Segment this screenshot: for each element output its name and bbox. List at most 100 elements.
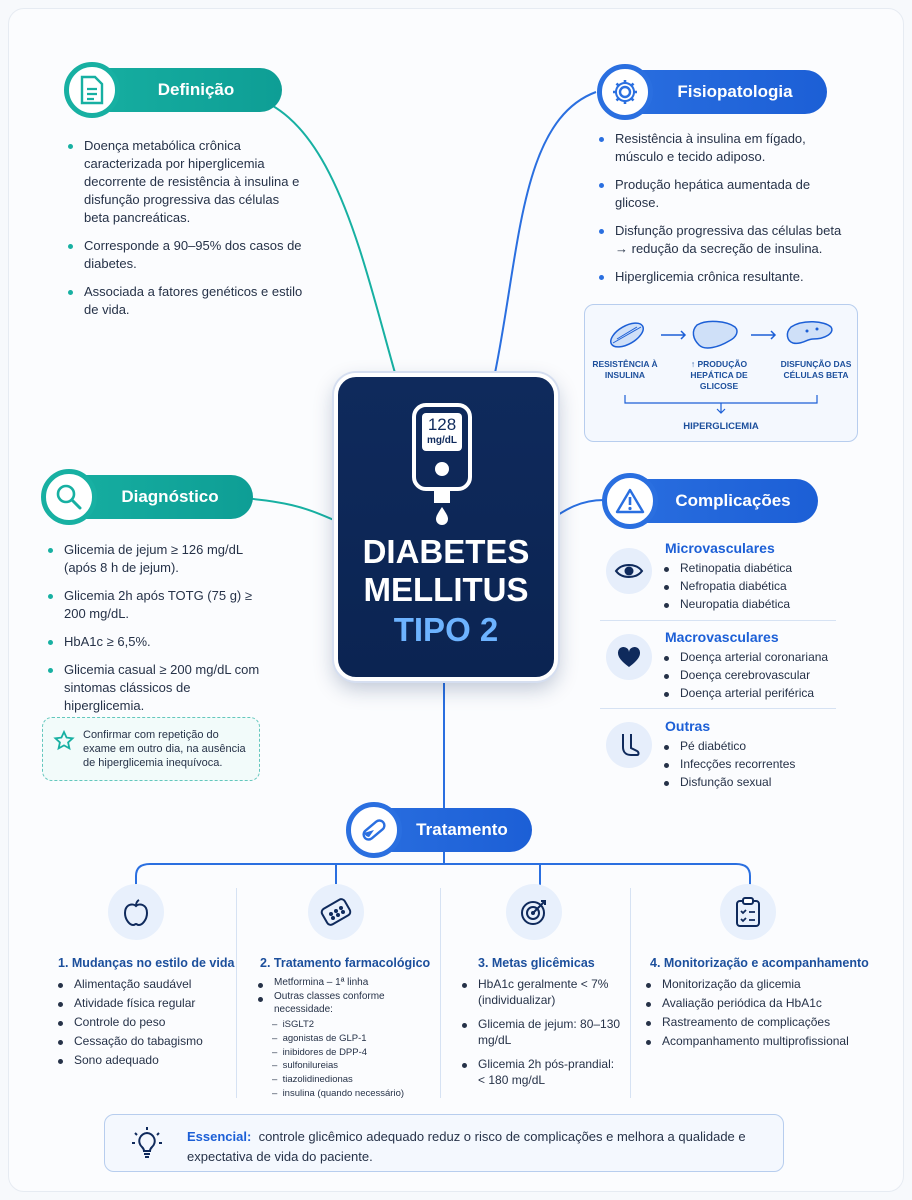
column-divider: [630, 888, 631, 1098]
diagnostico-note-text: Confirmar com repetição do exame em outr…: [83, 729, 246, 769]
eye-icon: [606, 548, 652, 594]
tratamento-col-list: Metformina – 1ª linha Outras classes con…: [256, 976, 432, 1017]
complicacao-item: Infecções recorrentes: [662, 756, 862, 772]
heart-icon: [606, 634, 652, 680]
tratamento-item: Cessação do tabagismo: [56, 1033, 228, 1049]
definicao-header: Definição: [64, 62, 282, 118]
tratamento-col-list: HbA1c geralmente < 7% (individualizar) G…: [460, 976, 624, 1091]
diagnostico-item: Glicemia 2h após TOTG (75 g) ≥ 200 mg/dL…: [46, 587, 266, 623]
subitem: – tiazolidinedionas: [272, 1074, 353, 1086]
glucose-value: 128: [427, 415, 457, 434]
pancreas-icon: [786, 321, 833, 345]
subitem-text: agonistas de GLP-1: [282, 1032, 367, 1044]
complicacao-item: Doença cerebrovascular: [662, 667, 862, 683]
subitem-text: sulfonilureias: [282, 1060, 339, 1072]
tratamento-item: Glicemia de jejum: 80–130 mg/dL: [460, 1016, 624, 1048]
tratamento-header: Tratamento: [346, 802, 532, 858]
complicacao-item: Nefropatia diabética: [662, 578, 862, 594]
tratamento-col-list: Monitorização da glicemia Avaliação peri…: [644, 976, 864, 1052]
complicacoes-header: Complicações: [602, 473, 818, 529]
diagnostico-header: Diagnóstico: [41, 469, 253, 525]
complicacao-item: Neuropatia diabética: [662, 596, 862, 612]
column-divider: [236, 888, 237, 1098]
outras-list: Pé diabético Infecções recorrentes Disfu…: [662, 738, 862, 793]
tratamento-col-list: Alimentação saudável Atividade física re…: [56, 976, 228, 1071]
farmaco-subitems: – iSGLT2 – agonistas de GLP-1 – inibidor…: [272, 1018, 404, 1101]
subitem: – inibidores de DPP-4: [272, 1046, 368, 1058]
microvascular-list: Retinopatia diabética Nefropatia diabéti…: [662, 560, 862, 615]
tratamento-item: Metformina – 1ª linha: [256, 976, 432, 989]
definicao-list: Doença metabólica crônica caracterizada …: [66, 137, 306, 329]
essential-body: controle glicêmico adequado reduz o risc…: [187, 1129, 746, 1164]
diagram-step-3: DISFUNÇÃO DAS CÉLULAS BETA: [780, 359, 852, 380]
fisiopatologia-diagram-art: [610, 320, 833, 414]
title-line-3: TIPO 2: [393, 611, 499, 648]
complicacao-item: Retinopatia diabética: [662, 560, 862, 576]
diagnostico-item: Glicemia casual ≥ 200 mg/dL com sintomas…: [46, 661, 266, 715]
fisiopatologia-title: Fisiopatologia: [677, 82, 793, 101]
subitem: – sulfonilureias: [272, 1060, 339, 1072]
magnifier-icon: [41, 469, 97, 525]
macrovascular-list: Doença arterial coronariana Doença cereb…: [662, 649, 862, 704]
central-title-card: 128 mg/dL DIABETES MELLITUS TIPO 2: [334, 373, 558, 681]
essential-banner: Essencial: controle glicêmico adequado r…: [104, 1114, 784, 1172]
fisiopatologia-header: Fisiopatologia: [597, 64, 827, 120]
lightbulb-icon: [132, 1127, 162, 1158]
subitem-text: iSGLT2: [282, 1019, 315, 1030]
target-icon: [506, 884, 562, 940]
definicao-item: Associada a fatores genéticos e estilo d…: [66, 283, 306, 319]
subitem-text: insulina (quando necessário): [282, 1087, 405, 1099]
subitem: – agonistas de GLP-1: [272, 1032, 367, 1044]
tratamento-title: Tratamento: [416, 820, 508, 839]
tratamento-item: Acompanhamento multiprofissional: [644, 1033, 864, 1049]
capsule-icon: [346, 802, 402, 858]
tratamento-item: Outras classes conforme necessidade:: [256, 990, 394, 1016]
title-line-2: MELLITUS: [363, 571, 529, 608]
clipboard-icon: [720, 884, 776, 940]
tratamento-item: Controle do peso: [56, 1014, 228, 1030]
tratamento-item: HbA1c geralmente < 7% (individualizar): [460, 976, 624, 1008]
tratamento-col-title: 1. Mudanças no estilo de vida: [58, 956, 235, 970]
subitem-text: tiazolidinedionas: [282, 1074, 353, 1086]
title-line-1: DIABETES: [362, 533, 530, 570]
diagnostico-item: Glicemia de jejum ≥ 126 mg/dL (após 8 h …: [46, 541, 266, 577]
fisiopatologia-diagram: RESISTÊNCIA À INSULINA ↑ PRODUÇÃO HEPÁTI…: [584, 304, 858, 442]
diagnostico-title: Diagnóstico: [121, 487, 219, 506]
tratamento-item: Glicemia 2h pós-prandial: < 180 mg/dL: [460, 1056, 624, 1088]
diagnostico-note: Confirmar com repetição do exame em outr…: [42, 717, 260, 781]
tratamento-col-title: 3. Metas glicêmicas: [478, 956, 595, 970]
glucometer-icon: [412, 403, 472, 525]
definicao-item: Corresponde a 90–95% dos casos de diabet…: [66, 237, 306, 273]
complicacao-item: Doença arterial periférica: [662, 685, 862, 701]
muscle-icon: [610, 322, 644, 348]
divider: [600, 708, 836, 709]
tratamento-item: Sono adequado: [56, 1052, 228, 1068]
warning-icon: [602, 473, 658, 529]
diagnostico-item: HbA1c ≥ 6,5%.: [46, 633, 266, 651]
fisiopatologia-item: Resistência à insulina em fígado, múscul…: [597, 130, 847, 166]
tratamento-item: Monitorização da glicemia: [644, 976, 864, 992]
subitem-text: inibidores de DPP-4: [282, 1046, 368, 1058]
complicacao-item: Doença arterial coronariana: [662, 649, 862, 665]
definicao-title: Definição: [157, 80, 235, 99]
complicacoes-group-title: Outras: [665, 718, 711, 734]
definicao-item: Doença metabólica crônica caracterizada …: [66, 137, 306, 227]
complicacoes-title: Complicações: [675, 491, 791, 510]
diagram-result: HIPERGLICEMIA: [683, 421, 759, 432]
pills-icon: [308, 884, 364, 940]
tratamento-item: Alimentação saudável: [56, 976, 228, 992]
divider: [600, 620, 836, 621]
complicacao-item: Pé diabético: [662, 738, 862, 754]
tratamento-item: Atividade física regular: [56, 995, 228, 1011]
foot-icon: [606, 722, 652, 768]
glucose-unit: mg/dL: [427, 435, 457, 446]
star-icon: [53, 730, 75, 751]
fisiopatologia-item: Produção hepática aumentada de glicose.: [597, 176, 847, 212]
subitem: – iSGLT2: [272, 1019, 315, 1030]
apple-icon: [108, 884, 164, 940]
gear-icon: [597, 64, 653, 120]
tratamento-item: Avaliação periódica da HbA1c: [644, 995, 864, 1011]
complicacoes-group-title: Microvasculares: [665, 540, 775, 556]
document-icon: [64, 62, 120, 118]
diagram-step-1: RESISTÊNCIA À INSULINA: [592, 359, 658, 380]
